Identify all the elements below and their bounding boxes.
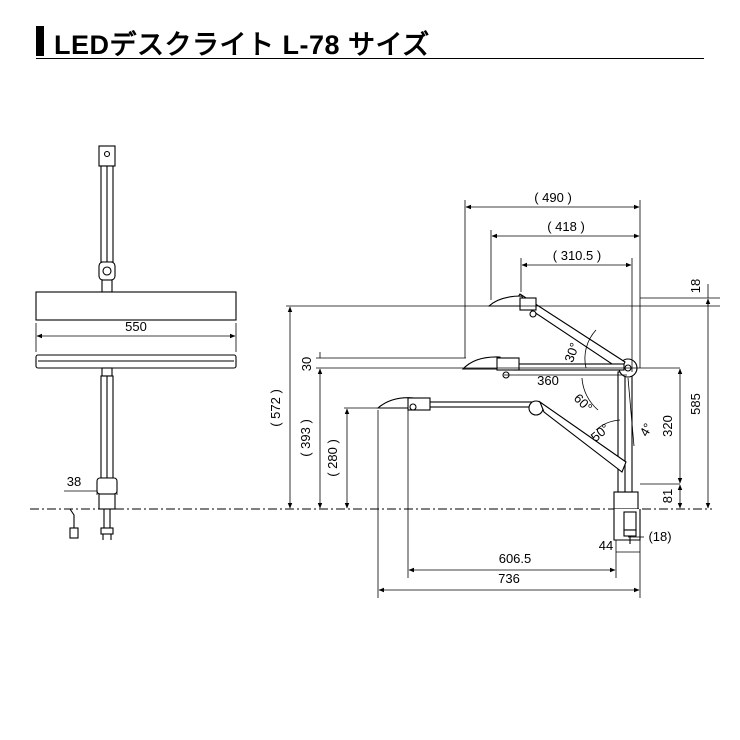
lamp-head-middle bbox=[461, 356, 504, 370]
upper-joint bbox=[98, 261, 116, 281]
dim-label-280: ( 280 ) bbox=[325, 439, 340, 477]
dim-label-310-5: ( 310.5 ) bbox=[553, 248, 601, 263]
dim-label-360: 360 bbox=[537, 373, 559, 388]
clamp-body bbox=[96, 477, 118, 495]
power-plug bbox=[69, 527, 79, 539]
title-underline bbox=[36, 58, 704, 59]
dim-label-38: 38 bbox=[67, 474, 81, 489]
dim-label-44: 44 bbox=[599, 538, 613, 553]
dim-label-418: ( 418 ) bbox=[547, 219, 585, 234]
side-clamp-screw bbox=[623, 529, 637, 537]
angle-label-30: 30° bbox=[561, 341, 582, 365]
dim-label-736: 736 bbox=[498, 571, 520, 586]
lamp-head-top bbox=[35, 291, 237, 321]
top-mount-screw bbox=[103, 150, 111, 158]
front-view bbox=[35, 145, 237, 540]
arm-position-middle bbox=[513, 363, 625, 371]
angle-arc-60 bbox=[581, 377, 599, 411]
dim-label-30: 30 bbox=[299, 357, 314, 371]
dim-label-18-bottom: (18) bbox=[648, 529, 671, 544]
page-title-block: LEDデスクライト L-78 サイズ bbox=[36, 22, 704, 62]
dim-label-606-5: 606.5 bbox=[499, 551, 532, 566]
side-clamp-upper bbox=[613, 491, 639, 510]
dim-label-18-top: 18 bbox=[688, 279, 703, 293]
angle-arc-50 bbox=[595, 419, 621, 431]
angle-label-60: 60° bbox=[571, 391, 596, 416]
title-marker-bar bbox=[36, 26, 44, 56]
dim-label-490: ( 490 ) bbox=[534, 190, 572, 205]
dim-label-320: 320 bbox=[660, 415, 675, 437]
upper-joint-knob bbox=[102, 266, 112, 276]
dim-label-393: ( 393 ) bbox=[298, 419, 313, 457]
dim-label-81: 81 bbox=[660, 489, 675, 503]
angle-label-4: 4° bbox=[636, 421, 655, 439]
angle-arc-30 bbox=[584, 329, 597, 369]
page-title: LEDデスクライト L-78 サイズ bbox=[54, 30, 430, 60]
dim-label-572: ( 572 ) bbox=[268, 389, 283, 427]
lamp-head-upper bbox=[487, 295, 526, 307]
side-view bbox=[376, 293, 641, 544]
arm-position-lower-fore bbox=[419, 401, 533, 408]
arm-position-lower-rear bbox=[538, 400, 627, 473]
dim-label-585: 585 bbox=[688, 393, 703, 415]
dim-label-550: 550 bbox=[125, 319, 147, 334]
clamp-screw bbox=[100, 527, 114, 535]
power-cable bbox=[64, 508, 75, 528]
